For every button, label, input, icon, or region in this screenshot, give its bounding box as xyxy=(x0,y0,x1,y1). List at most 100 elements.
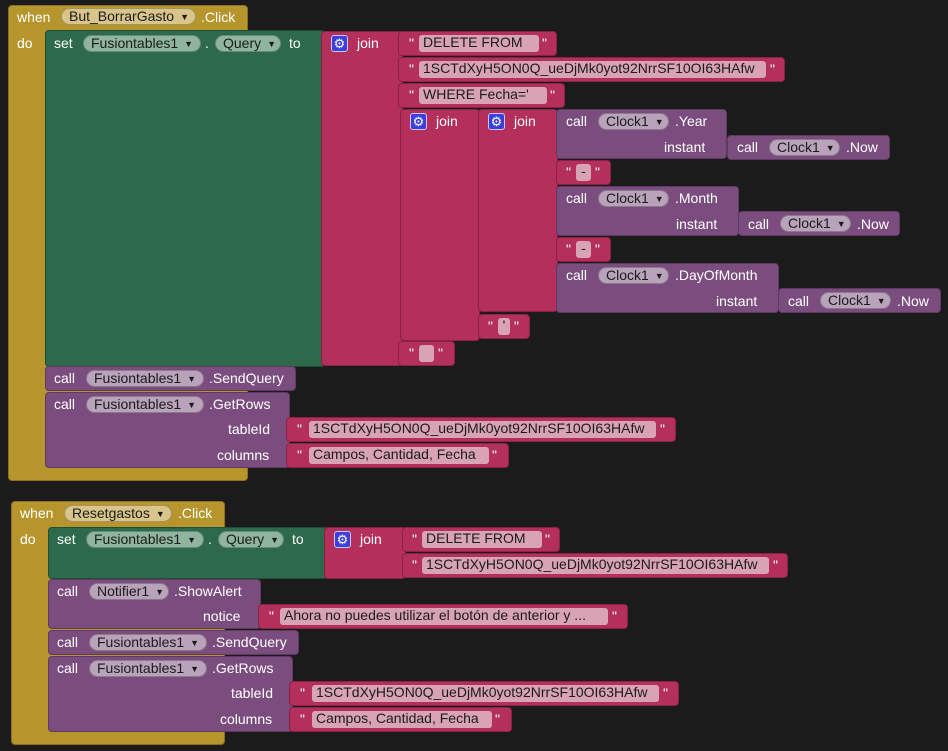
chevron-down-icon: ▼ xyxy=(654,271,664,281)
dot-separator: . xyxy=(205,35,209,51)
text-field-delete-from[interactable]: DELETE FROM xyxy=(422,531,542,548)
quote-open: " xyxy=(409,87,414,103)
tableid-param-label: tableId xyxy=(231,685,274,701)
quote-close: " xyxy=(492,447,497,463)
click-event-label: .Click xyxy=(201,9,236,25)
gear-icon[interactable]: ⚙ xyxy=(410,113,427,130)
set-component-dropdown[interactable]: Fusiontables1▼ xyxy=(86,531,204,548)
call-keyword: call xyxy=(737,139,759,155)
chevron-down-icon: ▼ xyxy=(187,535,197,545)
component-dropdown-resetgastos[interactable]: Resetgastos▼ xyxy=(64,505,172,522)
quote-open: " xyxy=(269,608,274,624)
call-keyword: call xyxy=(57,583,79,599)
method-getrows: .GetRows xyxy=(209,396,271,412)
chevron-down-icon: ▼ xyxy=(187,374,197,384)
text-field-notice[interactable]: Ahora no puedes utilizar el botón de ant… xyxy=(280,608,608,625)
call-block-clock-year[interactable] xyxy=(556,109,727,159)
method-now: .Now xyxy=(897,293,929,309)
chevron-down-icon: ▼ xyxy=(187,400,197,410)
quote-open: " xyxy=(409,61,414,77)
quote-open: " xyxy=(300,711,305,727)
method-now: .Now xyxy=(846,139,878,155)
notice-param-label: notice xyxy=(203,608,241,624)
component-dropdown-but-borrargasto[interactable]: But_BorrarGasto▼ xyxy=(61,8,196,25)
dot-separator: . xyxy=(208,531,212,547)
quote-close: " xyxy=(773,557,778,573)
call-keyword: call xyxy=(57,660,79,676)
call-keyword: call xyxy=(54,370,76,386)
quote-close: " xyxy=(595,241,600,257)
quote-close: " xyxy=(550,87,555,103)
quote-open: " xyxy=(297,447,302,463)
clock-component-dropdown[interactable]: Clock1▼ xyxy=(598,267,669,284)
call-keyword: call xyxy=(54,396,76,412)
quote-close: " xyxy=(495,711,500,727)
notifier-component-dropdown[interactable]: Notifier1▼ xyxy=(89,583,169,600)
quote-close: " xyxy=(514,318,519,334)
method-dayofmonth: .DayOfMonth xyxy=(675,267,758,283)
text-field-getrows-columns[interactable]: Campos, Cantidad, Fecha xyxy=(312,711,492,728)
call-keyword: call xyxy=(57,634,79,650)
getrows-component-dropdown[interactable]: Fusiontables1▼ xyxy=(89,660,207,677)
clock-component-dropdown[interactable]: Clock1▼ xyxy=(769,139,840,156)
join-block-outer[interactable] xyxy=(321,31,403,366)
property-dropdown-query[interactable]: Query▼ xyxy=(215,35,281,52)
gear-icon[interactable]: ⚙ xyxy=(488,113,505,130)
clock-component-dropdown[interactable]: Clock1▼ xyxy=(598,113,669,130)
quote-open: " xyxy=(300,685,305,701)
chevron-down-icon: ▼ xyxy=(654,117,664,127)
quote-close: " xyxy=(612,608,617,624)
clock-component-dropdown[interactable]: Clock1▼ xyxy=(598,190,669,207)
text-field-where[interactable]: WHERE Fecha=' xyxy=(419,87,547,104)
call-keyword: call xyxy=(566,190,588,206)
quote-close: " xyxy=(595,164,600,180)
sendquery-component-dropdown[interactable]: Fusiontables1▼ xyxy=(86,370,204,387)
method-now: .Now xyxy=(857,216,889,232)
join-block-inner[interactable] xyxy=(478,109,558,312)
gear-icon[interactable]: ⚙ xyxy=(334,531,351,548)
chevron-down-icon: ▼ xyxy=(270,535,280,545)
quote-close: " xyxy=(545,531,550,547)
instant-param-label: instant xyxy=(716,293,758,309)
text-field-quote-end[interactable]: ' xyxy=(498,318,510,335)
text-field-getrows-tableid[interactable]: 1SCTdXyH5ON0Q_ueDjMk0yot92NrrSF10OI63HAf… xyxy=(312,685,659,702)
getrows-component-dropdown[interactable]: Fusiontables1▼ xyxy=(86,396,204,413)
chevron-down-icon: ▼ xyxy=(190,664,200,674)
tableid-param-label: tableId xyxy=(228,421,271,437)
set-query-block[interactable] xyxy=(45,30,325,367)
call-keyword: call xyxy=(788,293,810,309)
chevron-down-icon: ▼ xyxy=(180,12,189,22)
quote-open: " xyxy=(566,241,571,257)
to-keyword: to xyxy=(292,531,304,547)
text-field-table-id[interactable]: 1SCTdXyH5ON0Q_ueDjMk0yot92NrrSF10OI63HAf… xyxy=(419,61,766,78)
join-label: join xyxy=(360,531,382,547)
text-field-dash[interactable]: - xyxy=(576,164,591,181)
quote-close: " xyxy=(438,345,443,361)
do-keyword: do xyxy=(20,531,36,547)
chevron-down-icon: ▼ xyxy=(267,39,277,49)
call-keyword: call xyxy=(748,216,770,232)
text-field-empty[interactable] xyxy=(419,345,434,362)
clock-component-dropdown[interactable]: Clock1▼ xyxy=(780,215,851,232)
join-label: join xyxy=(514,113,536,129)
join-block-middle[interactable] xyxy=(400,109,480,341)
text-field-delete-from[interactable]: DELETE FROM xyxy=(419,35,539,52)
text-field-dash[interactable]: - xyxy=(576,241,591,258)
clock-component-dropdown[interactable]: Clock1▼ xyxy=(820,292,891,309)
gear-icon[interactable]: ⚙ xyxy=(331,35,348,52)
do-keyword: do xyxy=(17,35,33,51)
to-keyword: to xyxy=(289,35,301,51)
chevron-down-icon: ▼ xyxy=(836,219,846,229)
text-field-getrows-tableid[interactable]: 1SCTdXyH5ON0Q_ueDjMk0yot92NrrSF10OI63HAf… xyxy=(309,421,656,438)
sendquery-component-dropdown[interactable]: Fusiontables1▼ xyxy=(89,634,207,651)
text-field-table-id[interactable]: 1SCTdXyH5ON0Q_ueDjMk0yot92NrrSF10OI63HAf… xyxy=(422,557,769,574)
join-label: join xyxy=(357,35,379,51)
when-keyword: when xyxy=(17,9,51,25)
set-keyword: set xyxy=(54,35,73,51)
text-field-getrows-columns[interactable]: Campos, Cantidad, Fecha xyxy=(309,447,489,464)
method-sendquery: .SendQuery xyxy=(209,370,284,386)
chevron-down-icon: ▼ xyxy=(155,587,165,597)
quote-open: " xyxy=(566,164,571,180)
set-component-dropdown[interactable]: Fusiontables1▼ xyxy=(83,35,201,52)
property-dropdown-query[interactable]: Query▼ xyxy=(218,531,284,548)
